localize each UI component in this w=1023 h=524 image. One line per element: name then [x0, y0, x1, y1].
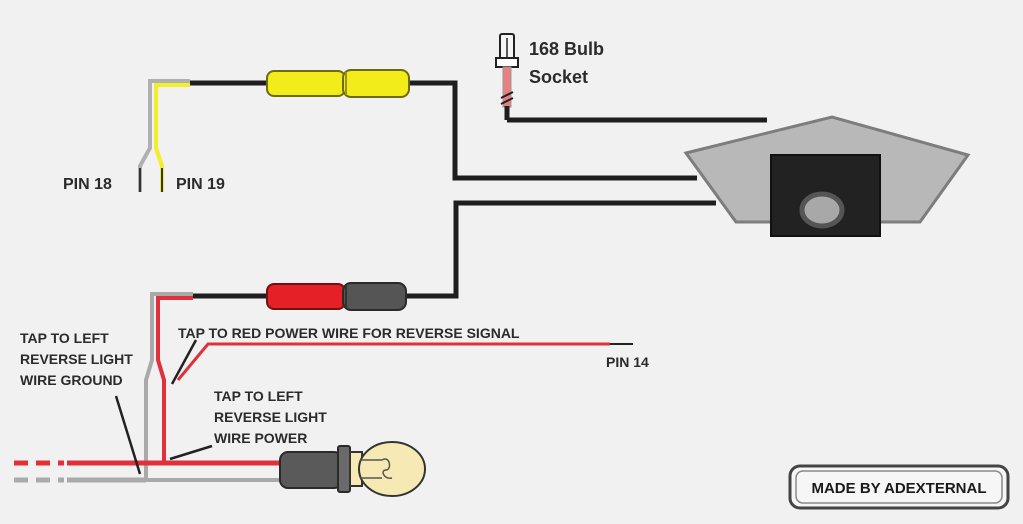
tap-power-label-3: WIRE POWER: [214, 430, 307, 446]
tap-power-label-2: REVERSE LIGHT: [214, 409, 327, 425]
red-power-wire: [156, 296, 193, 463]
gray-ground-wire: [144, 292, 282, 482]
black-wire-red-to-camera: [405, 200, 716, 299]
camera-lens: [799, 191, 845, 229]
reverse-light-wires: [14, 292, 633, 483]
bulb-socket-label-2: Socket: [529, 67, 588, 87]
tap-ground-label-1: TAP TO LEFT: [20, 330, 109, 346]
leader-power: [169, 444, 213, 461]
yellow-rca-connector: [266, 69, 410, 98]
leader-ground: [114, 395, 142, 475]
pin18-19-wires: [138, 79, 190, 192]
credit-text: MADE BY ADEXTERNAL: [811, 480, 986, 497]
backup-camera: [683, 115, 971, 237]
black-wire-yellow-to-camera: [408, 80, 697, 181]
red-reverse-signal-wire: [176, 342, 610, 381]
tap-red-power-label: TAP TO RED POWER WIRE FOR REVERSE SIGNAL: [178, 325, 520, 341]
leader-red-signal: [170, 339, 198, 385]
credit-badge: MADE BY ADEXTERNAL: [788, 464, 1010, 510]
pin18-label: PIN 18: [63, 176, 112, 193]
reverse-bulb: [279, 441, 426, 497]
pin14-label: PIN 14: [606, 354, 649, 370]
bulb-socket-label-1: 168 Bulb: [529, 39, 604, 59]
168-bulb-socket: [495, 33, 519, 120]
black-wires: [190, 80, 767, 299]
power-connector: [266, 282, 407, 311]
tap-ground-label-3: WIRE GROUND: [20, 372, 123, 388]
tap-power-label-1: TAP TO LEFT: [214, 388, 303, 404]
tap-ground-label-2: REVERSE LIGHT: [20, 351, 133, 367]
pin19-label: PIN 19: [176, 176, 225, 193]
leader-lines: [114, 339, 213, 475]
